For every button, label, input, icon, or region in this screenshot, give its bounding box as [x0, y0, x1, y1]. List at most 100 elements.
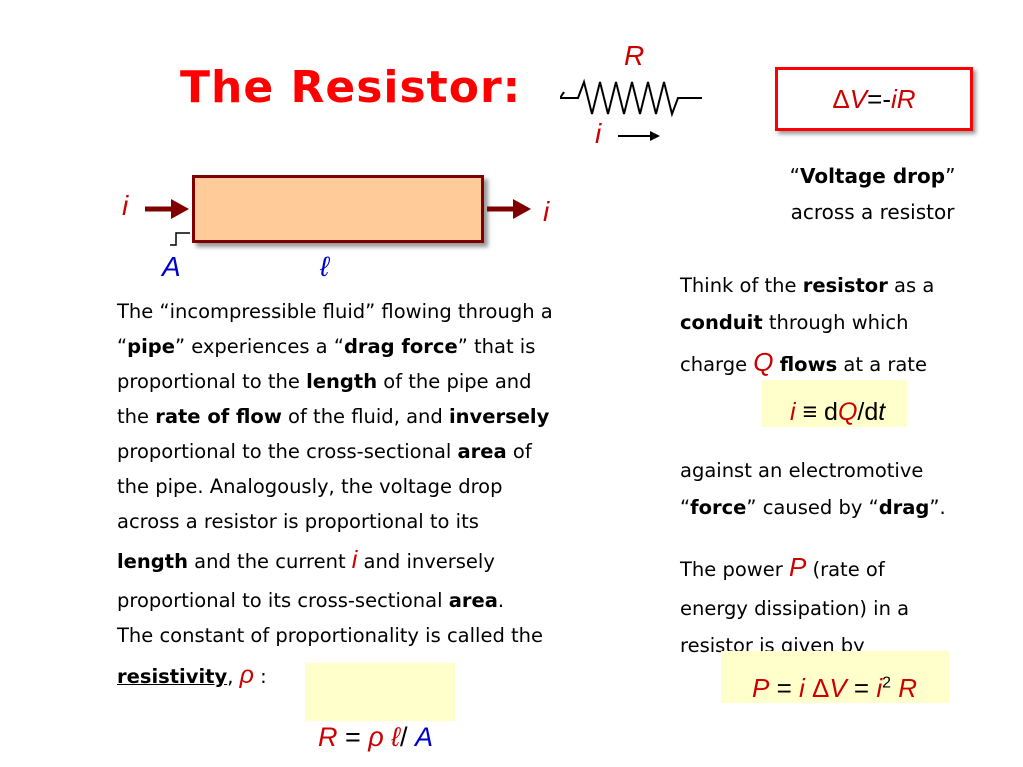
conduit-term: conduit — [680, 311, 763, 334]
body-line: proportional to the length of the pipe a… — [117, 364, 662, 399]
area-label: A — [162, 251, 181, 282]
text: of the fluid, and — [281, 405, 449, 428]
text: : — [253, 665, 267, 688]
text: and the current — [187, 550, 352, 573]
area-term: area — [448, 589, 498, 612]
resistor-symbol-icon — [560, 78, 702, 118]
body-line: The constant of proportionality is calle… — [117, 624, 544, 647]
caption-line-2: across a resistor — [790, 200, 955, 224]
resistor-label-R: R — [624, 40, 645, 71]
power-highlight-box — [721, 651, 949, 703]
body-line: proportional to the cross-sectional area… — [117, 434, 662, 469]
pipe-current-label-right: i — [543, 196, 550, 227]
current-definition-formula: i ≡ dQ/dt — [790, 398, 885, 427]
text: at a rate — [837, 353, 927, 376]
formula-exponent: 2 — [882, 674, 892, 692]
pipe-current-label-left: i — [122, 190, 129, 221]
body-line: The “incompressible fluid” flowing throu… — [117, 300, 553, 323]
formula-equiv: ≡ d — [795, 398, 838, 426]
formula-equals: = — [846, 673, 877, 703]
body-line: the pipe. Analogously, the voltage drop — [117, 475, 503, 498]
text-line: against an electromotive — [680, 459, 924, 482]
formula-Q: Q — [837, 398, 858, 426]
arrow-right-icon — [487, 199, 531, 219]
voltage-drop-caption: “Voltage drop” across a resistor — [760, 158, 985, 230]
formula-R: R — [896, 83, 916, 114]
resistance-formula: R = ρ ℓ/ A — [318, 722, 433, 753]
flows-term: flows — [779, 353, 838, 376]
text: of the pipe and — [377, 370, 532, 393]
text: . — [497, 589, 505, 612]
voltage-drop-text: Voltage drop — [799, 164, 946, 188]
formula-slash: /d — [857, 398, 879, 426]
length-term: length — [117, 550, 188, 573]
body-line: length and the current i and inversely — [117, 539, 662, 583]
formula-i: i — [891, 83, 897, 114]
formula-R: R — [318, 722, 338, 752]
formula-equals: = — [337, 722, 369, 752]
body-line: across a resistor is proportional to its — [117, 510, 479, 533]
text: , — [227, 665, 240, 688]
force-term: force — [690, 496, 747, 519]
formula-i: i — [790, 398, 796, 426]
formula-i: i — [798, 673, 805, 703]
power-formula: P = i ΔV = i2 R — [752, 673, 917, 704]
area-corner-icon — [170, 232, 190, 246]
quote-open: “ — [789, 164, 800, 188]
rate-of-flow-term: rate of flow — [155, 405, 282, 428]
text: and inversely — [357, 550, 495, 573]
pipe-block — [192, 175, 484, 243]
resistivity-highlight-box — [305, 663, 455, 721]
length-term: length — [306, 370, 378, 393]
formula-equals: = — [769, 673, 799, 703]
formula-minus: - — [882, 83, 891, 114]
emf-paragraph: against an electromotive “force” caused … — [680, 452, 1010, 526]
body-line: proportional to its cross-sectional area… — [117, 583, 662, 618]
power-symbol: P — [788, 552, 807, 582]
text: (rate of — [806, 558, 885, 581]
body-line: resistivity, ρ : — [117, 653, 662, 699]
current-label-top: i — [595, 118, 602, 149]
text-line: “force” caused by “drag”. — [680, 489, 1010, 526]
formula-A: A — [407, 722, 434, 752]
formula-V: V — [849, 83, 868, 114]
text: Think of the — [680, 274, 803, 297]
text: proportional to its cross-sectional — [117, 589, 449, 612]
formula-R: R — [891, 673, 918, 703]
conduit-paragraph: Think of the resistor as a conduit throu… — [680, 267, 1010, 386]
drag-force-term: drag force — [343, 335, 458, 358]
text: of — [506, 440, 532, 463]
formula-slash: / — [399, 722, 408, 752]
text: ” that is — [457, 335, 536, 358]
formula-P: P — [752, 673, 770, 703]
text-line: The power P (rate of — [680, 547, 1010, 590]
formula-delta: Δ — [804, 673, 830, 703]
resistivity-term: resistivity — [117, 665, 228, 688]
body-line: the rate of flow of the fluid, and inver… — [117, 399, 662, 434]
text: ” caused by “ — [746, 496, 879, 519]
text: through which — [762, 311, 909, 334]
pipe-term: pipe — [127, 335, 175, 358]
text: as a — [887, 274, 935, 297]
current-highlight-box — [762, 380, 907, 427]
resistor-term: resistor — [802, 274, 888, 297]
length-label: ℓ — [320, 251, 330, 282]
text: the — [117, 405, 156, 428]
text: “ — [117, 335, 128, 358]
body-paragraph: The “incompressible fluid” flowing throu… — [117, 294, 662, 699]
text-line: energy dissipation) in a — [680, 597, 910, 620]
text: ”. — [929, 496, 946, 519]
text-line: Think of the resistor as a — [680, 267, 1010, 304]
rho-symbol: ρ — [239, 661, 254, 689]
current-symbol: i — [351, 546, 358, 574]
quote-close: ” — [945, 164, 956, 188]
text: “ — [680, 496, 691, 519]
charge-symbol: Q — [753, 347, 774, 377]
area-term: area — [457, 440, 507, 463]
current-arrow-icon — [618, 131, 660, 141]
formula-i: i — [876, 673, 883, 703]
text: The power — [680, 558, 789, 581]
formula-equals: = — [867, 83, 883, 114]
page-title: The Resistor: — [180, 62, 522, 113]
